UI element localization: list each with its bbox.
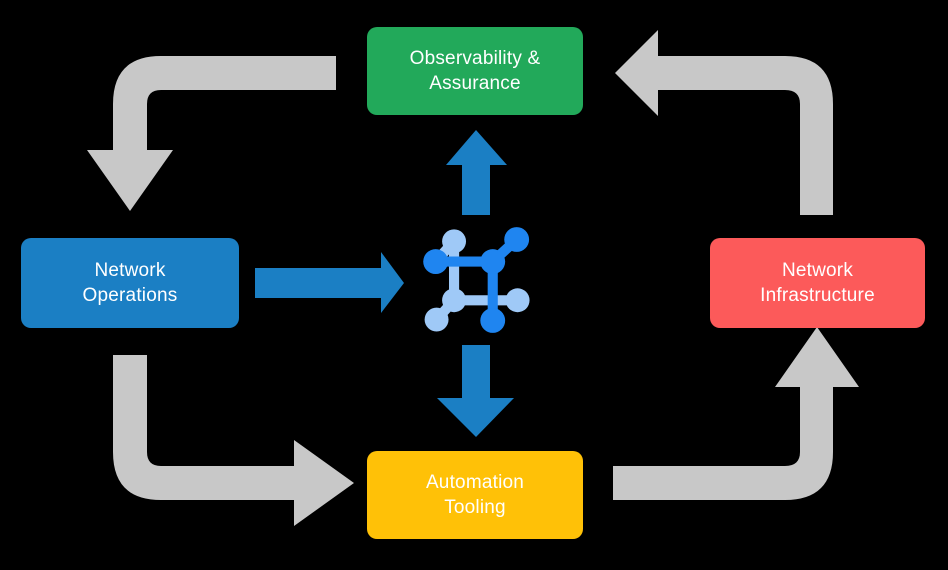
arrow-hub-to-automation — [437, 345, 514, 437]
arrow-observability-to-operations — [87, 56, 336, 211]
arrow-hub-to-observability — [446, 130, 507, 215]
box-automation-tooling[interactable]: Automation Tooling — [367, 451, 583, 539]
box-network-infrastructure[interactable]: Network Infrastructure — [710, 238, 925, 328]
box-network-operations[interactable]: Network Operations — [21, 238, 239, 328]
icon-nodes-light — [424, 229, 530, 332]
box-observability-assurance[interactable]: Observability & Assurance — [367, 27, 583, 115]
arrow-operations-to-hub — [255, 252, 404, 313]
network-topology-icon — [423, 227, 530, 333]
icon-nodes-dark — [423, 227, 530, 333]
arrow-infrastructure-to-observability — [615, 30, 833, 215]
arrow-operations-to-automation — [113, 355, 354, 526]
arrow-automation-to-infrastructure — [613, 327, 859, 500]
